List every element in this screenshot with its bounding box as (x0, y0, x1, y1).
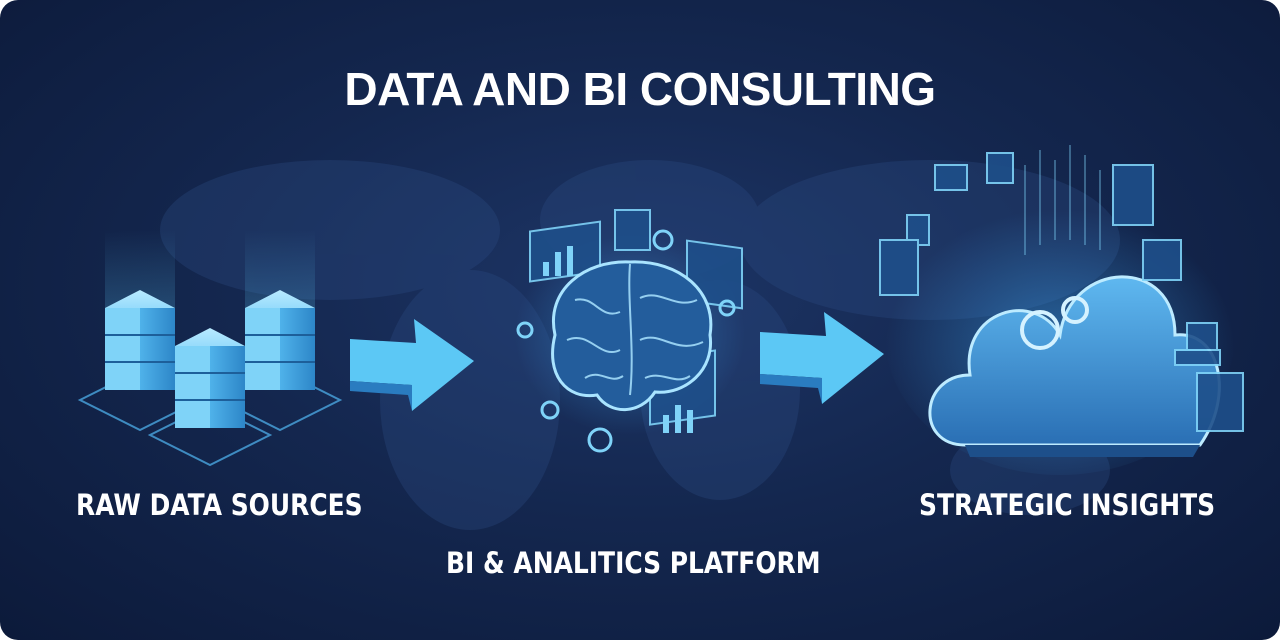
server-stack-icon (77, 230, 343, 467)
brain-icon (515, 209, 745, 453)
stage-label-bi-analytics-platform: BI & ANALITICS PLATFORM (446, 546, 821, 580)
arrow-right-icon (760, 312, 884, 404)
stage-label-raw-data-sources: RAW DATA SOURCES (76, 488, 363, 522)
stage-label-strategic-insights: STRATEGIC INSIGHTS (919, 488, 1216, 522)
page-title: DATA AND BI CONSULTING (344, 63, 936, 115)
arrow-right-icon (350, 319, 474, 411)
cloud-icon (879, 145, 1244, 475)
